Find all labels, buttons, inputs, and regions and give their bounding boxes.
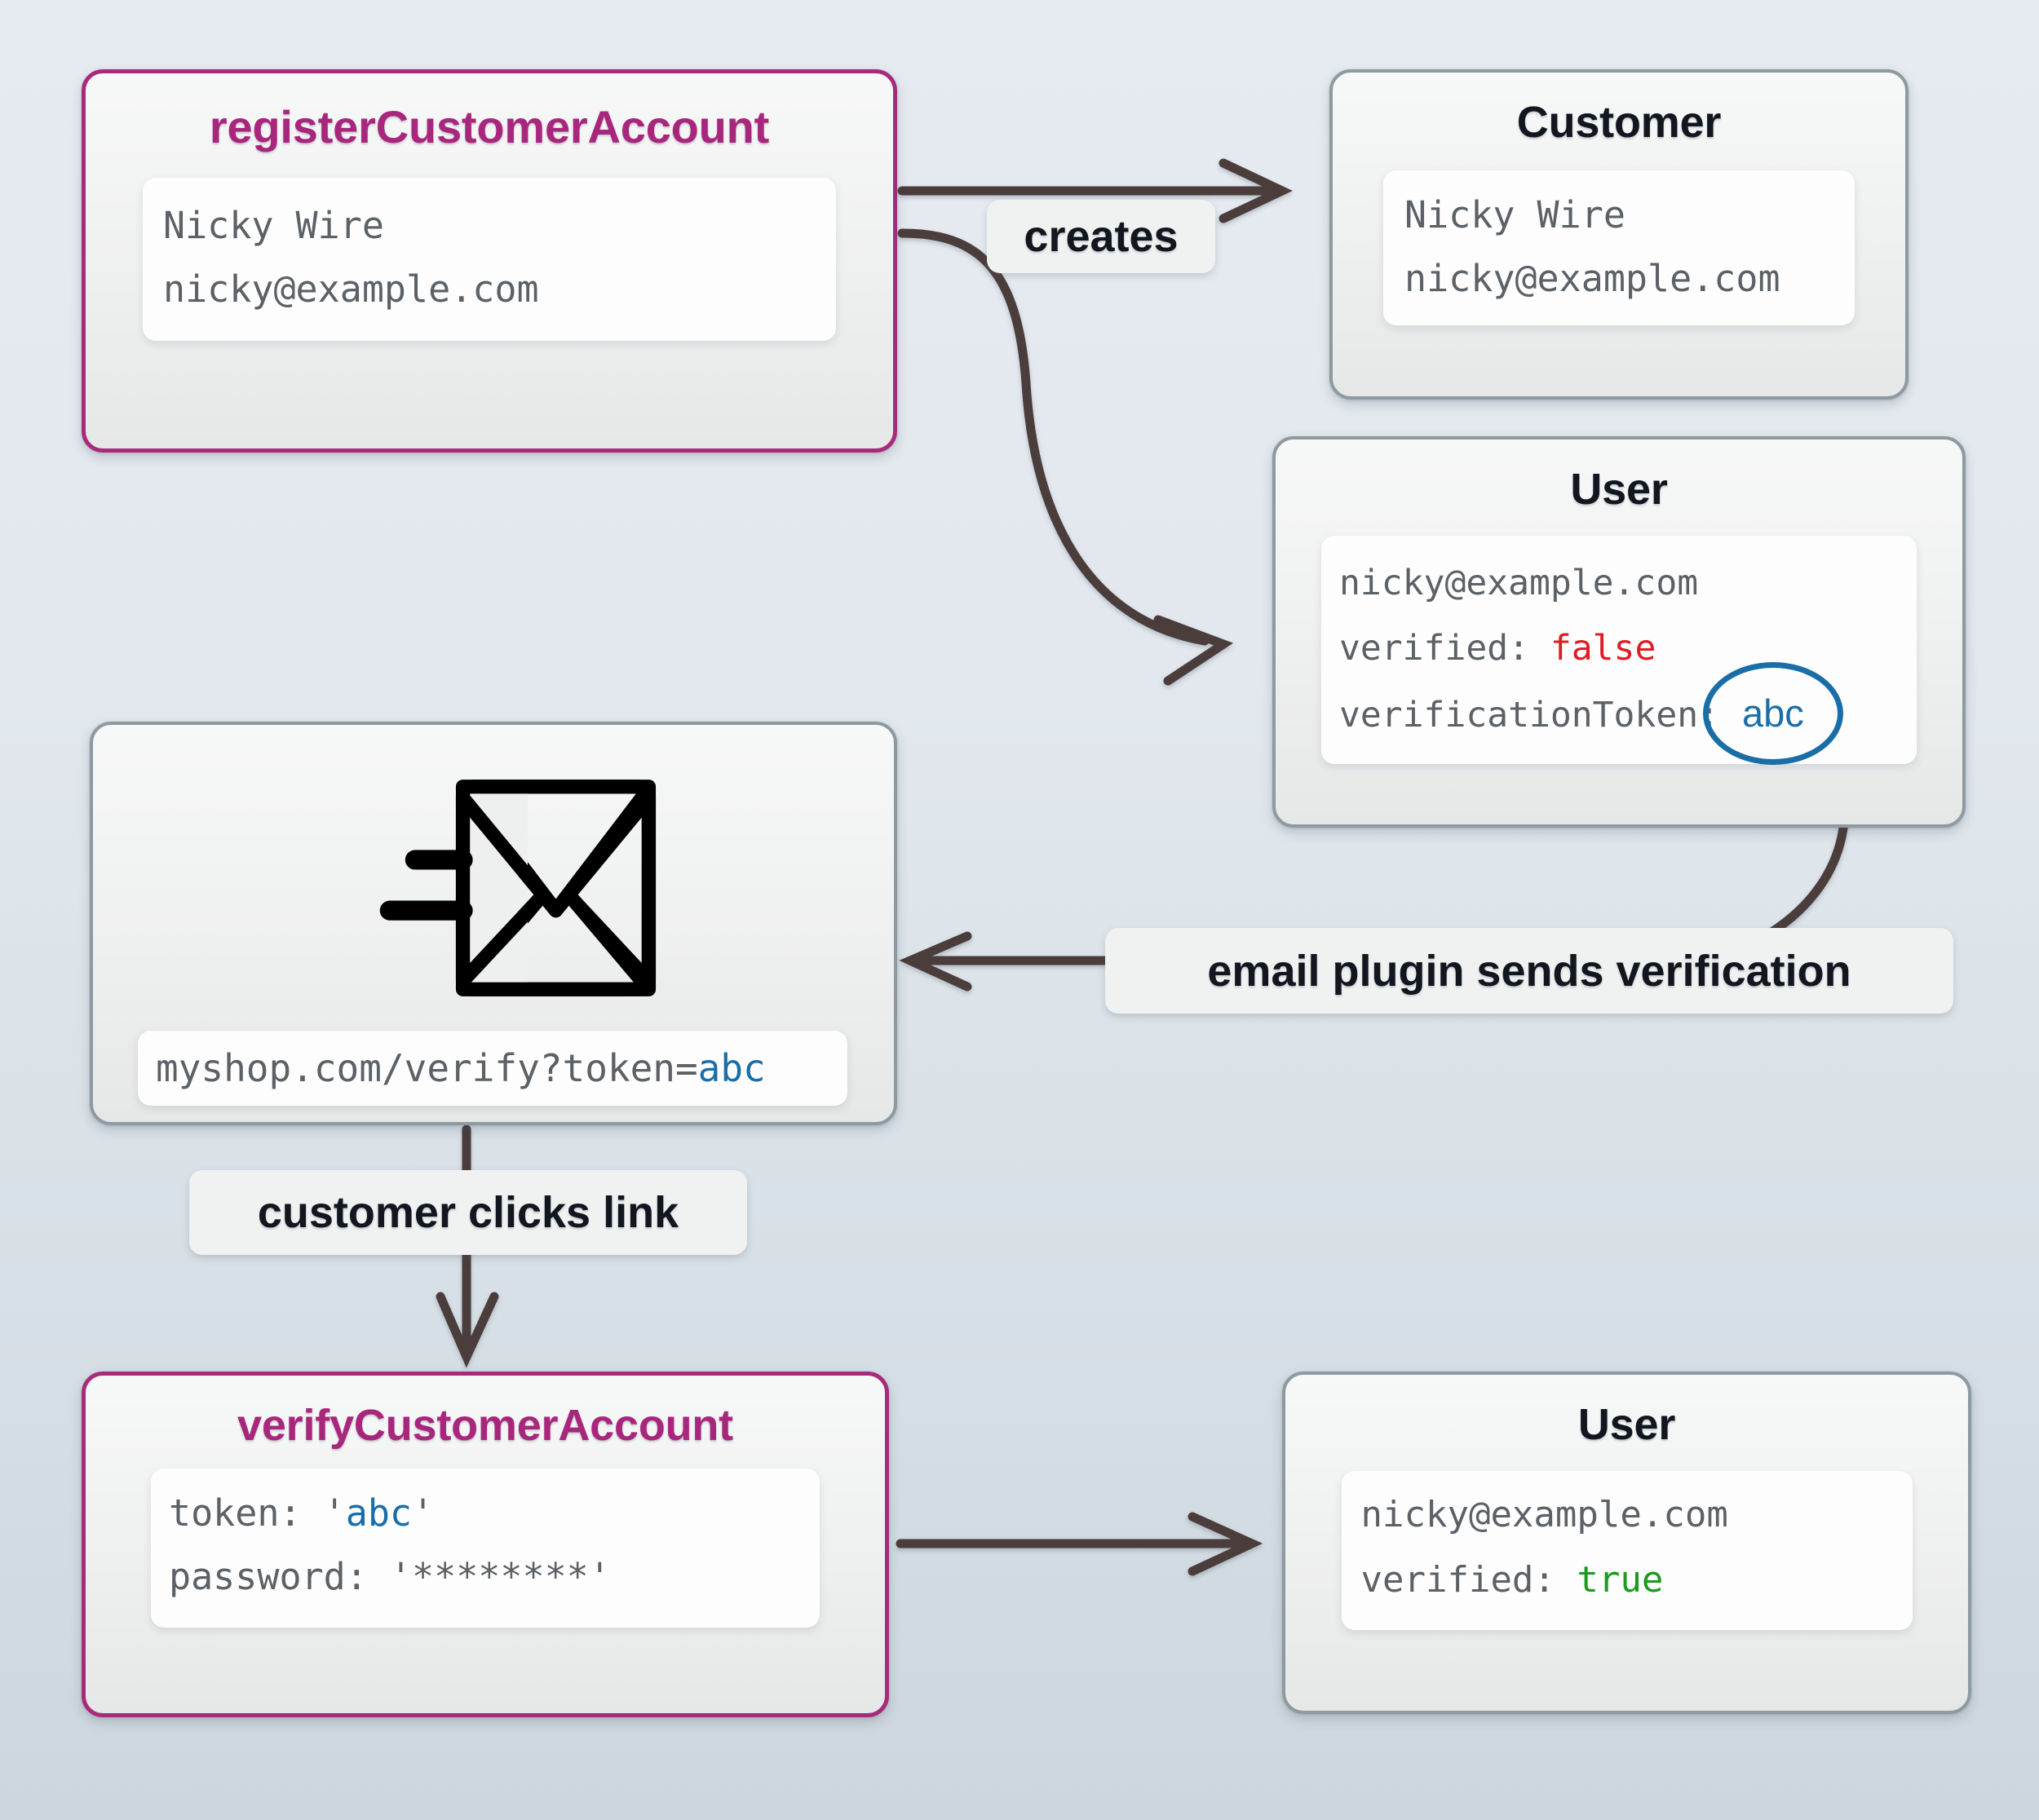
verify-token-quote-open: '	[323, 1491, 346, 1535]
node-title-verify-customer-account: verifyCustomerAccount	[237, 1401, 733, 1450]
edge-register-to-customer	[897, 158, 1293, 223]
edge-label-customer-clicks-link: customer clicks link	[189, 1170, 747, 1255]
user-verified-key: verified:	[1339, 628, 1550, 669]
verify-token-key: token:	[169, 1491, 324, 1535]
register-field-name: Nicky Wire	[163, 204, 384, 248]
sent-envelope-icon	[325, 770, 668, 1006]
verify-token-quote-close: '	[412, 1491, 435, 1535]
node-register-customer-account[interactable]: registerCustomerAccount Nicky Wire nicky…	[82, 69, 897, 453]
edge-verify-to-user	[896, 1512, 1263, 1576]
register-customer-account-payload: Nicky Wire nicky@example.com	[143, 178, 836, 342]
edge-label-email-plugin-sends-verification: email plugin sends verification	[1105, 928, 1953, 1014]
verification-token-highlight: abc	[1742, 681, 1804, 746]
node-user-entity-verified[interactable]: User nicky@example.com verified: true	[1282, 1372, 1971, 1714]
node-title-register-customer-account: registerCustomerAccount	[209, 101, 770, 152]
verify-field-password: password: '********'	[169, 1555, 611, 1599]
user-unverified-fields: nicky@example.com verified: false verifi…	[1321, 536, 1917, 765]
email-link-prefix: myshop.com/verify?token=	[156, 1046, 698, 1090]
verify-field-token: token: 'abc'	[169, 1482, 820, 1545]
verify-token-value: abc	[345, 1491, 413, 1535]
node-title-customer: Customer	[1516, 98, 1722, 147]
email-verification-link[interactable]: myshop.com/verify?token=abc	[138, 1031, 847, 1106]
node-user-entity-unverified[interactable]: User nicky@example.com verified: false v…	[1272, 436, 1966, 828]
edge-label-creates: creates	[987, 200, 1215, 273]
user-token-key: verificationToken:	[1339, 695, 1719, 736]
customer-entity-fields: Nicky Wire nicky@example.com	[1383, 170, 1855, 326]
edge-register-to-user	[897, 228, 1234, 686]
user-field-verification-token: verificationToken: abc	[1339, 681, 1917, 748]
verify-customer-account-payload: token: 'abc' password: '********'	[151, 1469, 820, 1628]
user-verified-value: false	[1550, 628, 1656, 669]
user-field-email: nicky@example.com	[1339, 563, 1699, 604]
customer-field-email: nicky@example.com	[1404, 257, 1780, 301]
node-email-message[interactable]: myshop.com/verify?token=abc	[90, 722, 897, 1125]
customer-field-name: Nicky Wire	[1404, 193, 1625, 237]
email-link-token: abc	[697, 1046, 766, 1090]
register-field-email: nicky@example.com	[163, 267, 539, 311]
node-title-user-verified: User	[1577, 1400, 1676, 1449]
user-field-verified: verified: false	[1339, 616, 1917, 681]
user-verified-fields: nicky@example.com verified: true	[1341, 1471, 1913, 1631]
verification-token-value: abc	[1742, 691, 1804, 736]
node-verify-customer-account[interactable]: verifyCustomerAccount token: 'abc' passw…	[82, 1372, 889, 1717]
user-verified-flag-key: verified:	[1360, 1559, 1577, 1601]
node-title-user-unverified: User	[1570, 465, 1668, 514]
user-verified-email: nicky@example.com	[1360, 1494, 1728, 1536]
user-verified-flag-value: true	[1577, 1559, 1664, 1601]
user-verified-flag: verified: true	[1361, 1548, 1913, 1613]
edge-plugin-to-email	[899, 931, 1114, 992]
node-customer-entity[interactable]: Customer Nicky Wire nicky@example.com	[1329, 69, 1909, 400]
